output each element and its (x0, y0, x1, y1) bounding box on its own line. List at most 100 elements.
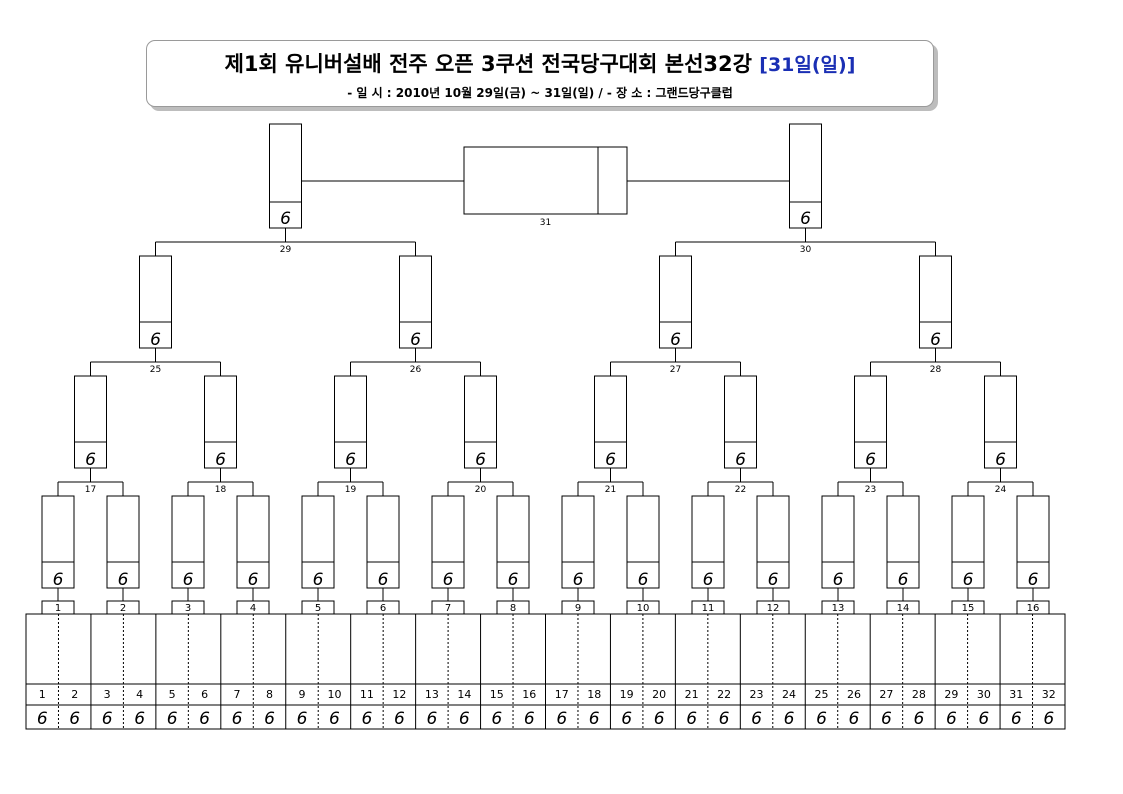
player-score-mark: 6 (394, 709, 405, 729)
round32-match-number: 12 (767, 603, 780, 614)
round32-match-number: 5 (315, 603, 321, 614)
quarterfinal-match-number: 26 (410, 365, 422, 375)
semifinal-match-number: 30 (800, 245, 812, 255)
player-score-mark: 6 (1043, 709, 1054, 729)
round32-match-number: 3 (185, 603, 191, 614)
match-score-mark: 6 (768, 570, 779, 590)
player-score-mark: 6 (524, 709, 535, 729)
player-score-mark: 6 (264, 709, 275, 729)
round16-match-number: 17 (85, 485, 96, 495)
match-score-mark: 6 (183, 570, 194, 590)
round32-match-number: 9 (575, 603, 581, 614)
match-score-mark: 6 (995, 450, 1006, 470)
player-score-mark: 6 (1011, 709, 1022, 729)
player-seed-number: 6 (201, 688, 208, 701)
match-score-mark: 6 (475, 450, 486, 470)
player-score-mark: 6 (199, 709, 210, 729)
round16-match-number: 22 (735, 485, 746, 495)
player-score-mark: 6 (849, 709, 860, 729)
match-score-mark: 6 (280, 209, 291, 229)
player-score-mark: 6 (751, 709, 762, 729)
match-score-mark: 6 (508, 570, 519, 590)
match-score-mark: 6 (345, 450, 356, 470)
player-score-mark: 6 (589, 709, 600, 729)
player-seed-number: 3 (104, 688, 111, 701)
page-title: 제1회 유니버설배 전주 오픈 3쿠션 전국당구대회 본선32강 [31일(일)… (147, 48, 933, 78)
player-seed-number: 23 (750, 688, 764, 701)
player-seed-number: 20 (652, 688, 666, 701)
player-score-mark: 6 (784, 709, 795, 729)
match-score-mark: 6 (573, 570, 584, 590)
player-seed-number: 8 (266, 688, 273, 701)
round32-match-number: 8 (510, 603, 516, 614)
player-seed-number: 15 (490, 688, 504, 701)
player-score-mark: 6 (978, 709, 989, 729)
match-score-mark: 6 (670, 330, 681, 350)
match-score-mark: 6 (735, 450, 746, 470)
player-score-mark: 6 (719, 709, 730, 729)
player-score-mark: 6 (297, 709, 308, 729)
match-score-mark: 6 (85, 450, 96, 470)
player-score-mark: 6 (881, 709, 892, 729)
player-score-mark: 6 (134, 709, 145, 729)
match-score-mark: 6 (410, 330, 421, 350)
match-score-mark: 6 (215, 450, 226, 470)
player-seed-number: 32 (1042, 688, 1056, 701)
match-score-mark: 6 (313, 570, 324, 590)
player-score-mark: 6 (816, 709, 827, 729)
player-score-mark: 6 (167, 709, 178, 729)
player-seed-number: 18 (587, 688, 601, 701)
title-box: 제1회 유니버설배 전주 오픈 3쿠션 전국당구대회 본선32강 [31일(일)… (146, 40, 934, 107)
player-seed-number: 9 (298, 688, 305, 701)
round16-match-number: 20 (475, 485, 487, 495)
quarterfinal-match-number: 25 (150, 365, 161, 375)
round32-match-number: 10 (637, 603, 650, 614)
player-score-mark: 6 (102, 709, 113, 729)
match-score-mark: 6 (248, 570, 259, 590)
round32-match-number: 6 (380, 603, 386, 614)
round32-match-number: 1 (55, 603, 61, 614)
player-seed-number: 24 (782, 688, 796, 701)
player-score-mark: 6 (621, 709, 632, 729)
player-seed-number: 26 (847, 688, 861, 701)
semifinal-match-box (269, 123, 302, 229)
semifinal-match-number: 29 (280, 245, 292, 255)
match-score-mark: 6 (638, 570, 649, 590)
round16-match-number: 24 (995, 485, 1007, 495)
player-score-mark: 6 (491, 709, 502, 729)
player-seed-number: 29 (944, 688, 958, 701)
match-score-mark: 6 (118, 570, 129, 590)
player-score-mark: 6 (69, 709, 80, 729)
round32-match-number: 14 (897, 603, 910, 614)
round32-match-number: 16 (1027, 603, 1040, 614)
player-score-mark: 6 (913, 709, 924, 729)
match-score-mark: 6 (605, 450, 616, 470)
event-info: - 일 시 : 2010년 10월 29일(금) ~ 31일(일) / - 장 … (347, 86, 733, 100)
player-score-mark: 6 (37, 709, 48, 729)
match-score-mark: 6 (963, 570, 974, 590)
round32-match-number: 13 (832, 603, 845, 614)
player-seed-number: 13 (425, 688, 439, 701)
match-score-mark: 6 (930, 330, 941, 350)
player-seed-number: 28 (912, 688, 926, 701)
quarterfinal-match-number: 28 (930, 365, 942, 375)
player-seed-number: 21 (685, 688, 699, 701)
round16-match-number: 19 (345, 485, 357, 495)
player-seed-number: 14 (457, 688, 471, 701)
round32-match-number: 2 (120, 603, 126, 614)
player-score-mark: 6 (362, 709, 373, 729)
final-match-number: 31 (540, 218, 551, 228)
player-score-mark: 6 (426, 709, 437, 729)
player-score-mark: 6 (686, 709, 697, 729)
player-seed-number: 17 (555, 688, 569, 701)
round16-match-number: 23 (865, 485, 876, 495)
semifinal-match-box (789, 123, 822, 229)
match-score-mark: 6 (898, 570, 909, 590)
player-score-mark: 6 (946, 709, 957, 729)
round16-match-number: 18 (215, 485, 227, 495)
match-score-mark: 6 (53, 570, 64, 590)
quarterfinal-match-number: 27 (670, 365, 681, 375)
round32-match-number: 7 (445, 603, 451, 614)
player-seed-number: 19 (620, 688, 634, 701)
